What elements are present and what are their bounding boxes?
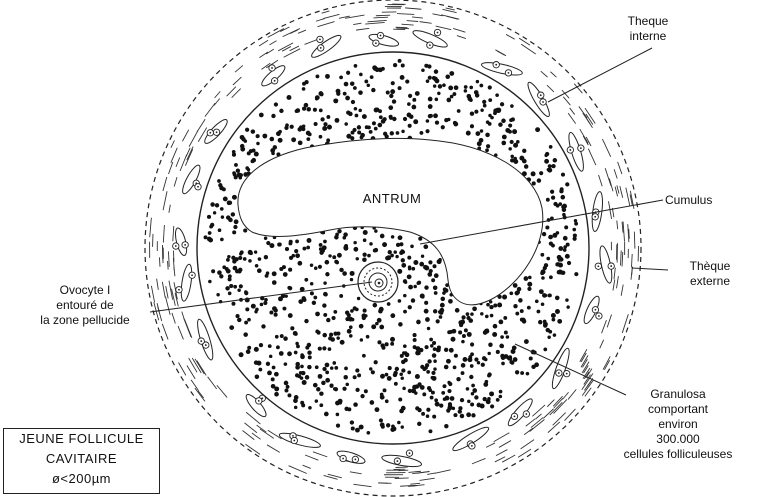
caption-line1: JEUNE FOLLICULE <box>4 429 159 449</box>
caption-line2: CAVITAIRE <box>4 449 159 469</box>
caption-box: JEUNE FOLLICULE CAVITAIRE ø<200µm <box>3 428 160 494</box>
label-ovocyte-line3: la zone pellucide <box>10 313 160 328</box>
label-theque-interne: Theque interne <box>598 14 698 44</box>
leader-theque-interne <box>548 48 652 102</box>
label-theque-externe: Thèque externe <box>670 259 750 289</box>
label-granulosa-line3: environ <box>603 417 753 432</box>
leader-theque-externe <box>632 268 668 270</box>
oocyte <box>358 262 398 302</box>
label-granulosa-line5: cellules folliculeuses <box>603 447 753 462</box>
label-antrum: ANTRUM <box>352 191 432 206</box>
label-theque-externe-line2: externe <box>670 274 750 289</box>
label-granulosa-line1: Granulosa <box>603 387 753 402</box>
label-granulosa: Granulosa comportant environ 300.000 cel… <box>603 387 753 462</box>
label-theque-externe-line1: Thèque <box>670 259 750 274</box>
label-theque-interne-line1: Theque <box>598 14 698 29</box>
label-ovocyte-line1: Ovocyte I <box>10 283 160 298</box>
label-cumulus: Cumulus <box>665 193 735 208</box>
caption-line3: ø<200µm <box>4 469 159 489</box>
label-granulosa-line4: 300.000 <box>603 432 753 447</box>
label-ovocyte: Ovocyte I entouré de la zone pellucide <box>10 283 160 328</box>
label-ovocyte-line2: entouré de <box>10 298 160 313</box>
label-granulosa-line2: comportant <box>603 402 753 417</box>
label-theque-interne-line2: interne <box>598 29 698 44</box>
